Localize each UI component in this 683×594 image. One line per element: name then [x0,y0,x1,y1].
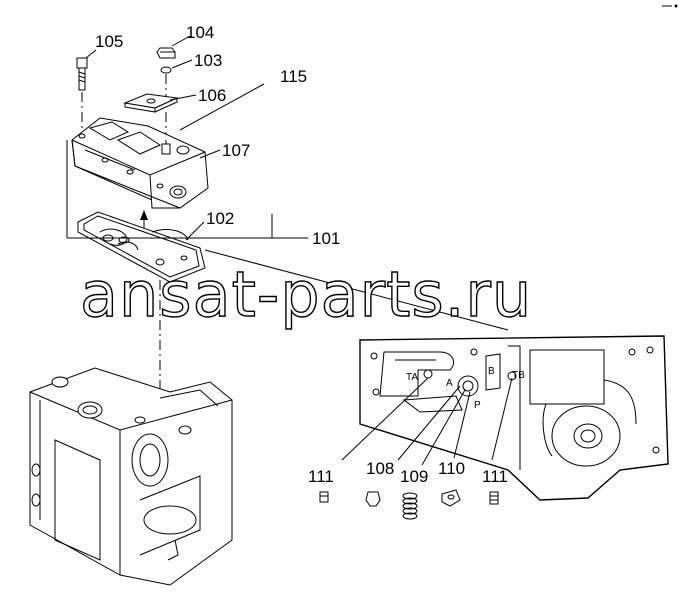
callout-108: 108 [366,459,394,478]
pump-housing [29,367,233,586]
bracket-101 [66,140,308,239]
callout-109: 109 [400,467,428,486]
callout-102: 102 [206,209,234,228]
port-label-tb: TB [512,370,525,381]
nut-104 [156,47,176,59]
washer-103 [160,66,172,98]
callout-111-right: 111 [482,467,508,486]
callout-103: 103 [194,51,222,70]
gasket-102 [77,211,206,283]
bolt-105 [76,57,88,130]
valve-detail-view [359,335,669,501]
port-label-p: P [474,400,481,411]
leader-lines [85,35,513,466]
callout-111-left: 111 [308,467,334,486]
detail-leader-line [204,249,509,331]
port-label-b: B [488,366,495,377]
corner-mark-icon [662,4,678,8]
valve-cover-107 [71,117,209,209]
callout-105: 105 [95,32,123,51]
plug-111-left [319,491,329,503]
callout-104: 104 [186,23,214,42]
callout-115: 115 [280,67,307,86]
port-label-ta: TA [406,372,418,383]
cap-110 [441,489,461,507]
port-label-a: A [446,378,453,389]
callout-106: 106 [198,86,226,105]
spring-109 [402,492,418,520]
callout-101: 101 [312,229,340,248]
plug-111-right [489,491,499,505]
callout-107: 107 [222,141,250,160]
watermark: ansat-parts.ru [80,258,532,331]
plate-106 [123,93,179,140]
seat-108 [365,491,381,507]
callout-110: 110 [438,459,465,478]
